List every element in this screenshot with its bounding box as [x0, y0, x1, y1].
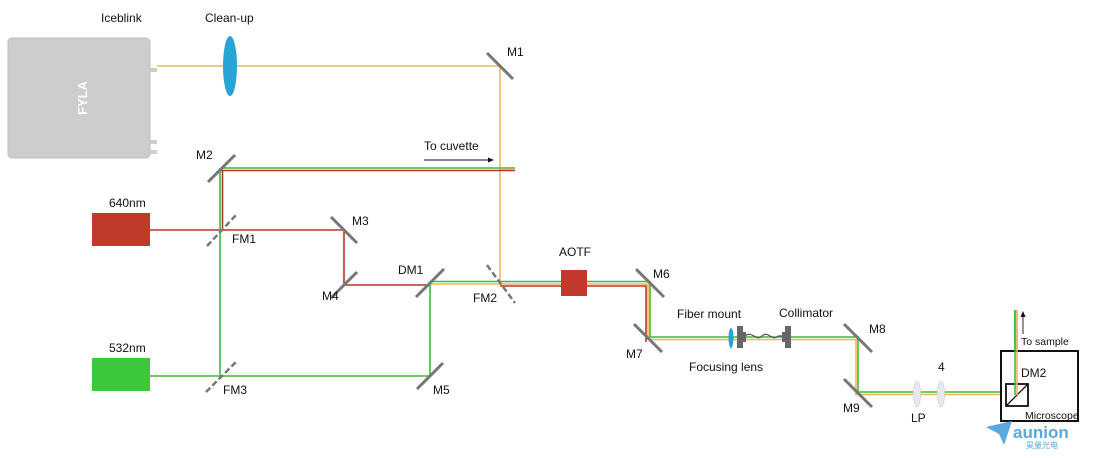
fm2-label: FM2	[473, 291, 497, 305]
aunion-logo: aunion 昊量光电	[986, 421, 1069, 450]
iceblink-label: Iceblink	[101, 11, 143, 25]
aunion-logo-text: aunion	[1013, 423, 1069, 442]
laser-532nm	[92, 358, 150, 391]
laser-640-label: 640nm	[109, 196, 146, 210]
to-cuvette-arrow	[424, 157, 494, 163]
dm2-label: DM2	[1021, 366, 1047, 380]
fm1-label: FM1	[232, 232, 256, 246]
lens-4-label: 4	[938, 360, 945, 374]
aotf-label: AOTF	[559, 245, 591, 259]
mirror-m9	[842, 377, 874, 409]
flip-mirror-fm1	[206, 213, 238, 247]
microscope-label: Microscope	[1025, 410, 1079, 422]
flip-mirror-fm3	[205, 361, 237, 393]
red-640-beam	[150, 170, 430, 286]
microscope	[1000, 350, 1079, 422]
sample-beam	[1014, 310, 1018, 395]
mirror-m7	[632, 322, 664, 354]
fiber-mount	[737, 326, 746, 348]
m5-label: M5	[433, 383, 450, 397]
laser-532-label: 532nm	[109, 341, 146, 355]
to-sample-arrow	[1020, 311, 1026, 334]
aunion-logo-mark	[986, 421, 1012, 445]
mirror-m5	[415, 361, 445, 391]
iceblink-beam	[157, 65, 501, 282]
mirror-m1	[485, 51, 515, 81]
mirror-m2	[206, 153, 237, 184]
m3-label: M3	[352, 214, 369, 228]
focusing-lens	[728, 328, 734, 348]
fm3-label: FM3	[223, 383, 247, 397]
laser-640nm	[92, 213, 150, 246]
m6-label: M6	[653, 267, 670, 281]
optical-fiber	[744, 333, 782, 339]
m8-label: M8	[869, 322, 886, 336]
to-sample-label: To sample	[1021, 336, 1069, 348]
green-532-beam	[150, 168, 431, 377]
collimator-label: Collimator	[779, 306, 833, 320]
flip-mirror-fm2	[485, 264, 517, 304]
mirror-m6	[634, 267, 666, 299]
dichroic-dm1	[414, 267, 446, 299]
m7-label: M7	[626, 347, 643, 361]
aunion-logo-cn: 昊量光电	[1026, 440, 1058, 450]
focusing-lens-label: Focusing lens	[689, 360, 763, 374]
m9-label: M9	[843, 401, 860, 415]
combined-beam	[430, 280, 1018, 396]
cleanup-label: Clean-up	[205, 11, 254, 25]
lp-lens	[913, 380, 921, 408]
mirror-m3	[329, 215, 359, 245]
to-cuvette-label: To cuvette	[424, 139, 479, 153]
fyla-logo-text: FYLA	[75, 80, 90, 115]
dm1-label: DM1	[398, 263, 424, 277]
iceblink-laser: FYLA	[7, 37, 157, 159]
m2-label: M2	[196, 148, 213, 162]
cleanup-lens	[223, 36, 237, 96]
m1-label: M1	[507, 45, 524, 59]
cuvette-beam	[221, 167, 515, 172]
collimator	[782, 326, 791, 348]
mirror-m4	[329, 270, 359, 300]
mirror-m8	[842, 322, 874, 354]
aotf-block	[561, 270, 587, 296]
m4-label: M4	[322, 289, 339, 303]
lens-4	[937, 380, 945, 408]
lp-label: LP	[911, 411, 926, 425]
fiber-mount-label: Fiber mount	[677, 307, 742, 321]
